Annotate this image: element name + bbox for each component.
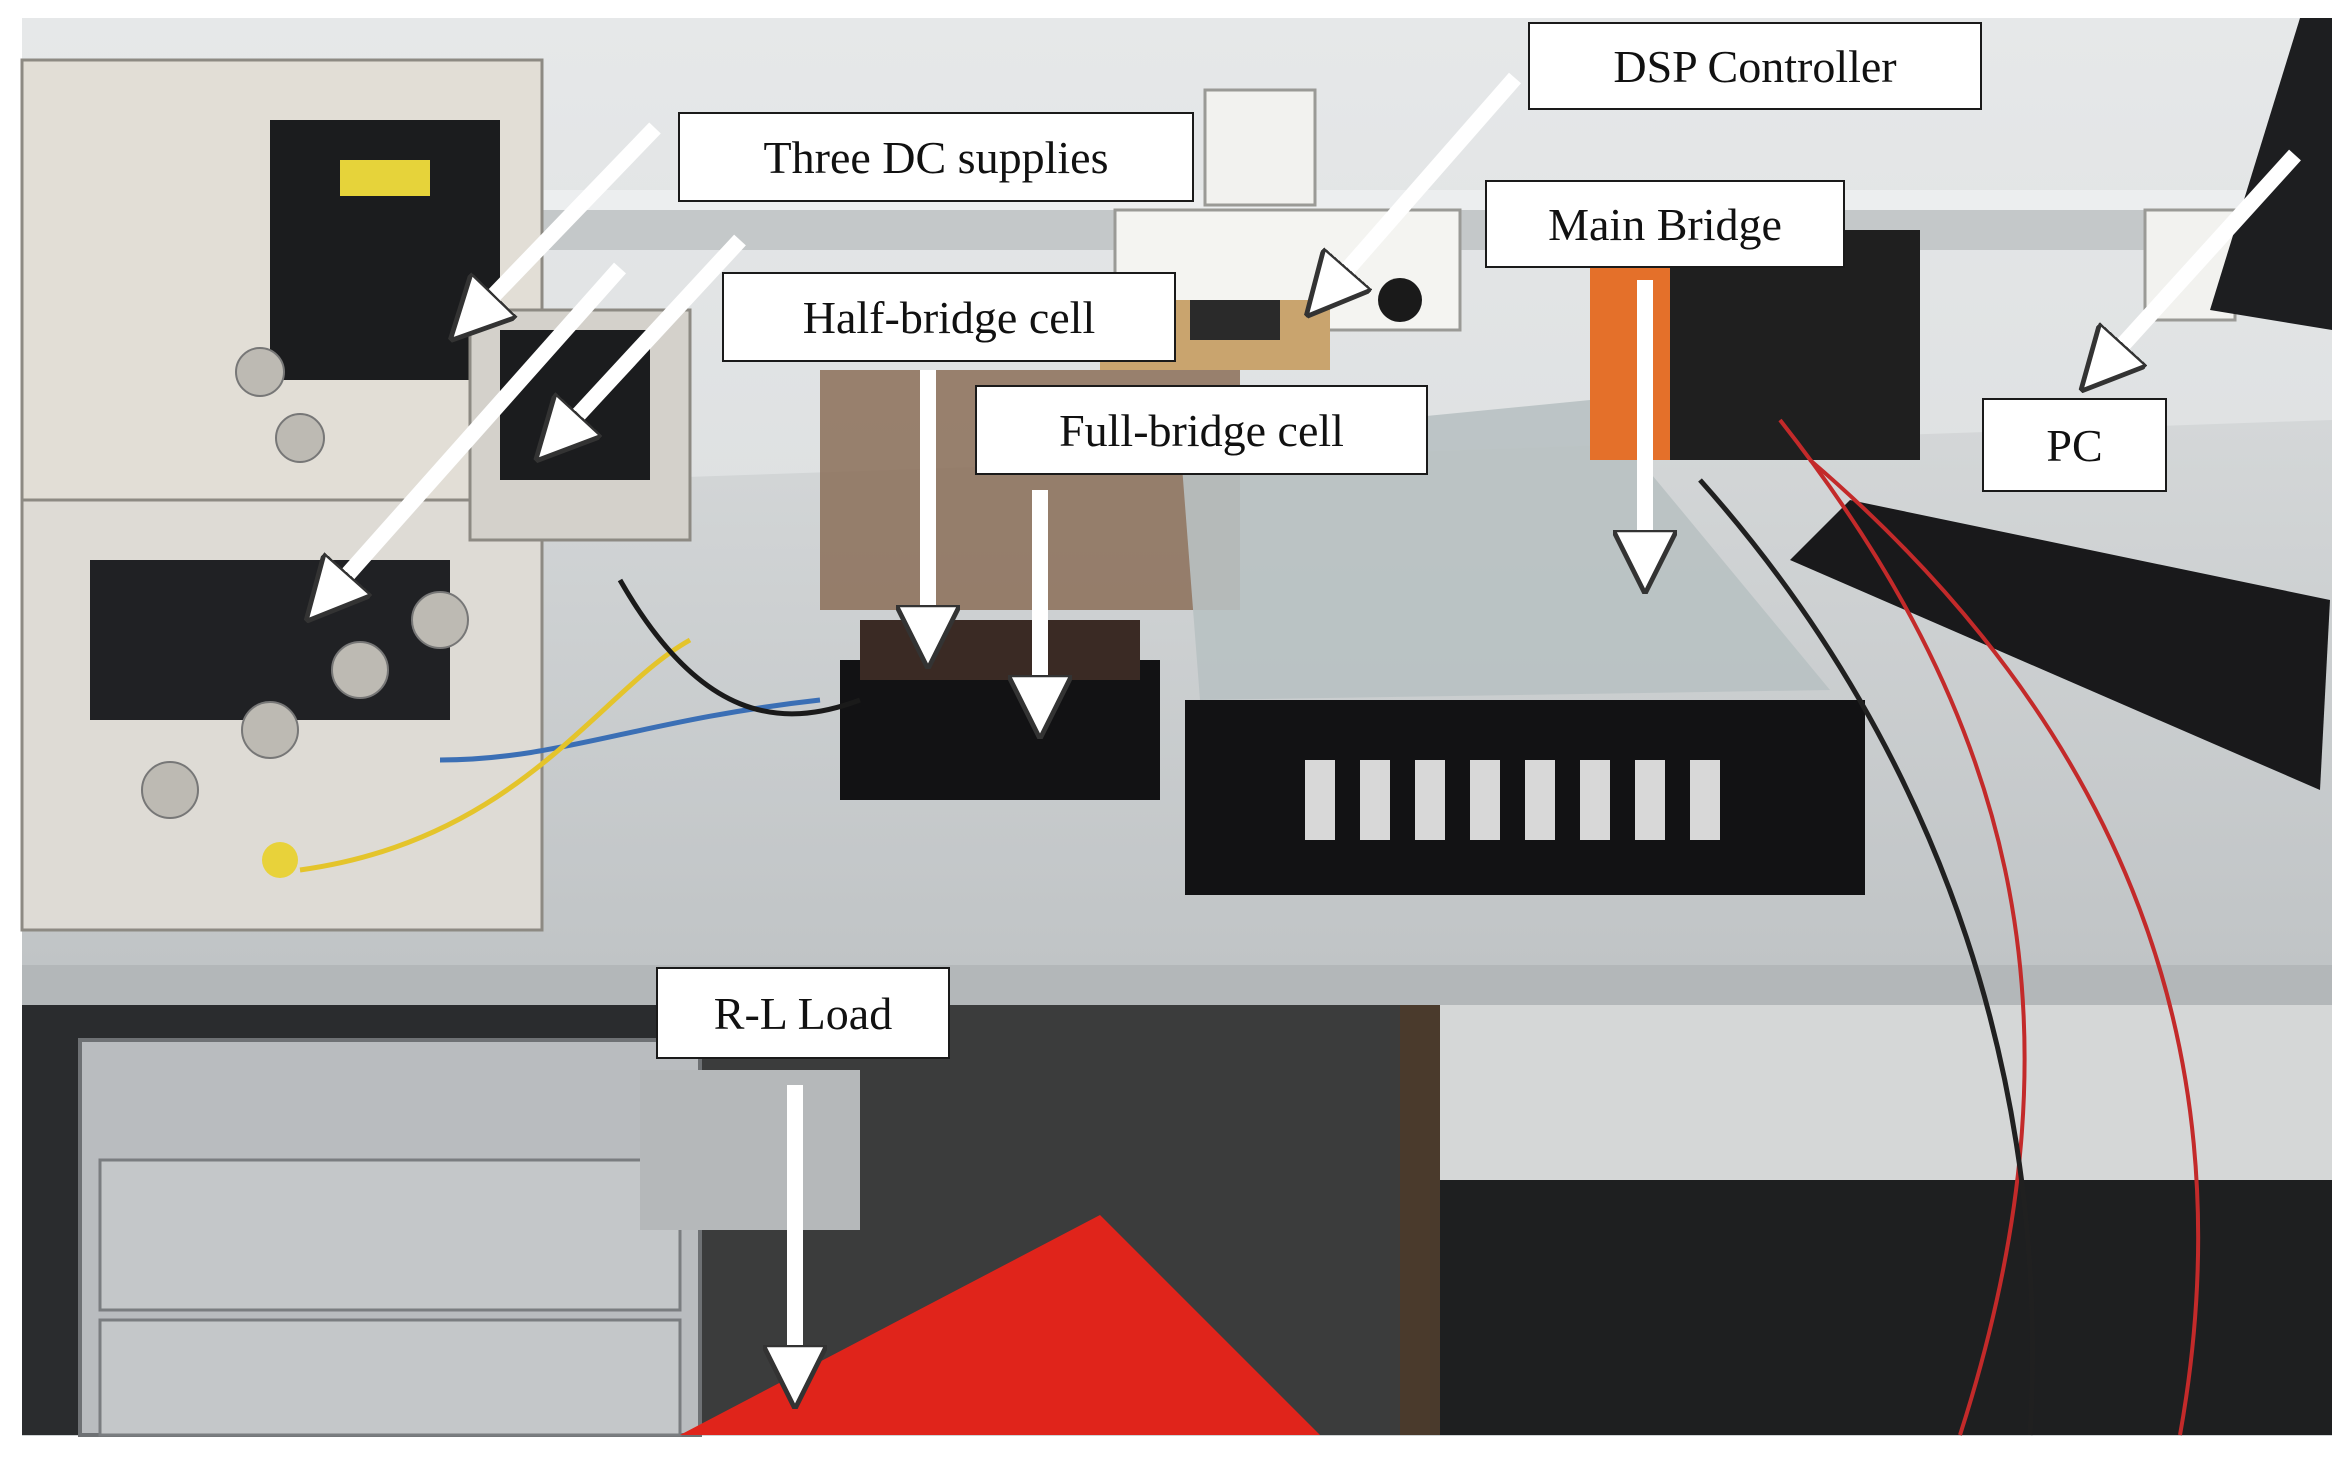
label-full-bridge-cell-text: Full-bridge cell bbox=[1059, 404, 1344, 456]
label-three-dc-supplies: Three DC supplies bbox=[678, 112, 1194, 202]
label-pc-text: PC bbox=[2046, 419, 2103, 471]
label-rl-load-text: R-L Load bbox=[713, 987, 893, 1039]
main-bridge-acrylic bbox=[1180, 400, 1830, 700]
label-half-bridge-cell-text: Half-bridge cell bbox=[802, 291, 1096, 343]
label-main-bridge-text: Main Bridge bbox=[1548, 198, 1782, 250]
label-half-bridge-cell: Half-bridge cell bbox=[722, 272, 1176, 362]
label-three-dc-supplies-text: Three DC supplies bbox=[763, 131, 1109, 183]
label-pc: PC bbox=[1982, 398, 2167, 492]
label-full-bridge-cell: Full-bridge cell bbox=[975, 385, 1428, 475]
label-rl-load: R-L Load bbox=[656, 967, 950, 1059]
bridge-cell-base bbox=[840, 660, 1160, 800]
arrow-dc-1 bbox=[470, 122, 661, 320]
desk-edge bbox=[22, 965, 2332, 1005]
label-main-bridge: Main Bridge bbox=[1485, 180, 1845, 268]
wall-socket bbox=[1203, 88, 1317, 207]
arrow-pc bbox=[2100, 149, 2301, 370]
vent-slots bbox=[1305, 760, 1720, 840]
label-dsp-controller-text: DSP Controller bbox=[1613, 40, 1897, 92]
arrow-dc-2 bbox=[555, 234, 746, 440]
arrow-dsp bbox=[1325, 72, 1522, 295]
annotation-arrows bbox=[325, 72, 2301, 1380]
arrow-dc-3 bbox=[325, 262, 626, 600]
rl-load-box bbox=[680, 1215, 1320, 1435]
label-dsp-controller: DSP Controller bbox=[1528, 22, 1982, 110]
